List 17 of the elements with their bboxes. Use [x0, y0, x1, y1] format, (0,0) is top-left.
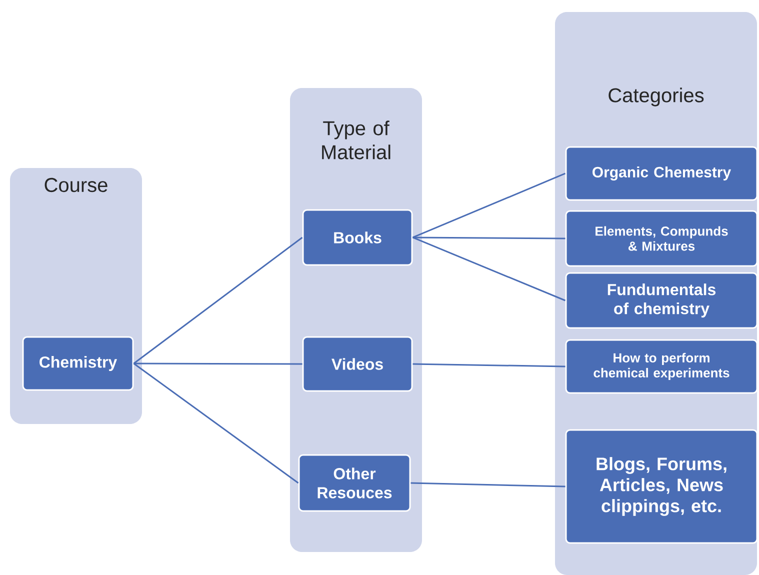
- connector-line: [133, 362, 299, 484]
- category-box: Organic Chemestry: [565, 146, 758, 201]
- category-box: Books: [302, 209, 413, 266]
- category-box: Elements, Compunds & Mixtures: [565, 210, 758, 267]
- connector-line: [412, 236, 566, 240]
- category-box: Other Resouces: [298, 454, 411, 512]
- connector-line: [410, 482, 566, 488]
- connector-line: [133, 236, 303, 364]
- connector-line: [412, 236, 566, 302]
- connector-line: [134, 362, 302, 365]
- category-box: Chemistry: [22, 336, 134, 391]
- category-box: Videos: [302, 336, 413, 392]
- connector-line: [412, 172, 566, 238]
- category-box: How to perform chemical experiments: [565, 339, 758, 394]
- category-box: Blogs, Forums, Articles, News clippings, etc.: [565, 429, 758, 544]
- connector-line: [412, 363, 566, 368]
- category-box: Fundumentals of chemistry: [565, 272, 758, 329]
